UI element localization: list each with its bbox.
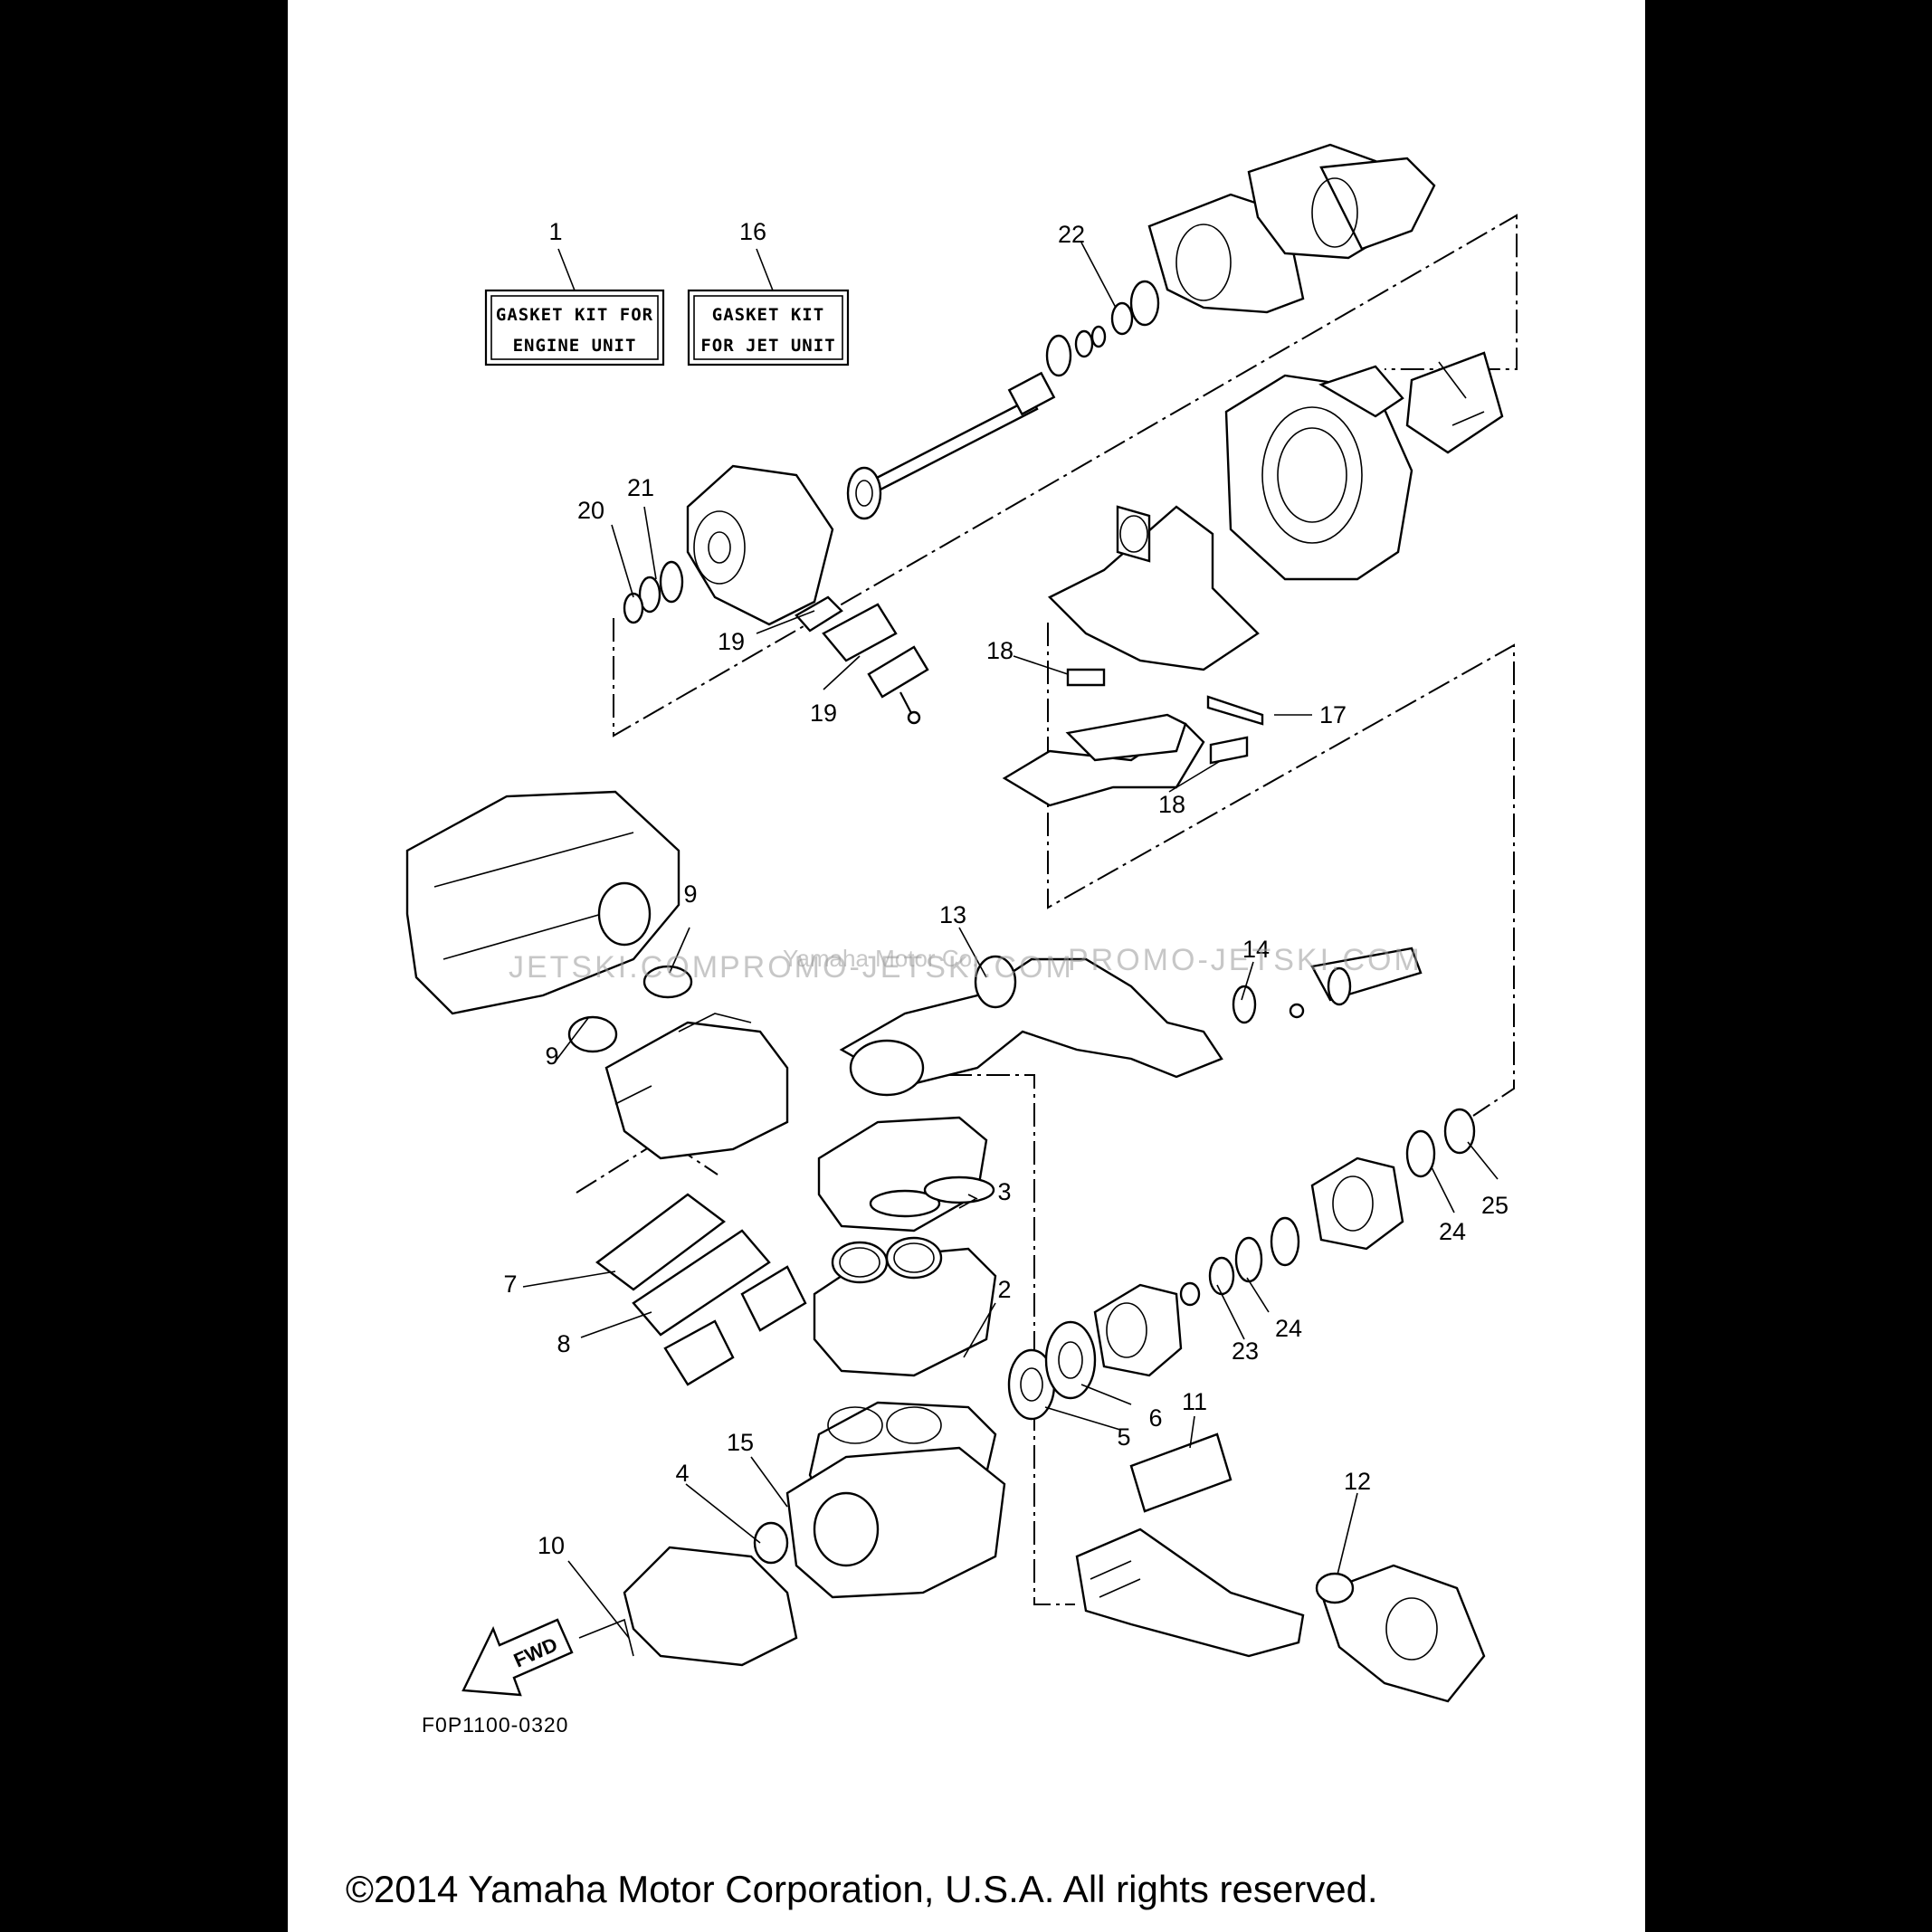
reed-valves xyxy=(595,1193,807,1386)
callout-9a: 9 xyxy=(683,880,697,908)
callout-13: 13 xyxy=(939,901,966,928)
drive-shaft xyxy=(846,280,1160,520)
callout-numbers: 1 16 22 20 21 19 19 18 17 18 13 14 9 9 3… xyxy=(503,218,1508,1559)
callout-12: 12 xyxy=(1344,1468,1371,1495)
bearing-housing xyxy=(623,464,834,626)
callout-23: 23 xyxy=(1232,1337,1259,1365)
callout-1: 1 xyxy=(548,218,562,245)
callout-8: 8 xyxy=(557,1330,570,1357)
leader-lines xyxy=(522,242,1499,1639)
callout-21: 21 xyxy=(627,474,654,501)
callout-19a: 19 xyxy=(718,628,745,655)
kit-label-engine: GASKET KIT FOR ENGINE UNIT xyxy=(484,289,665,366)
kit-engine-line1: GASKET KIT FOR xyxy=(496,305,653,325)
callout-6: 6 xyxy=(1148,1404,1162,1432)
pump-housing-impeller xyxy=(1224,351,1504,581)
kit-engine-line2: ENGINE UNIT xyxy=(513,336,637,356)
air-box xyxy=(405,790,693,1053)
watermark-layer: JETSKI.COM PROMO-JETSKI.COM Yamaha Motor… xyxy=(509,943,1423,985)
assembly-line-jet xyxy=(1047,623,1515,1117)
callout-18b: 18 xyxy=(1158,791,1185,818)
copyright-notice: ©2014 Yamaha Motor Corporation, U.S.A. A… xyxy=(346,1868,1378,1910)
callout-18a: 18 xyxy=(986,637,1014,664)
assembly-line-manifold xyxy=(576,1137,719,1194)
callout-7: 7 xyxy=(503,1271,517,1298)
kit-label-jet: GASKET KIT FOR JET UNIT xyxy=(687,289,850,366)
rubber-pads xyxy=(1066,668,1264,765)
diagram-code: F0P1100-0320 xyxy=(422,1713,569,1737)
cylinder-head xyxy=(817,1116,995,1232)
watermark-partial: JETSKI.COM xyxy=(509,950,720,985)
callout-24b: 24 xyxy=(1275,1315,1302,1342)
callout-24a: 24 xyxy=(1439,1218,1466,1245)
callout-5: 5 xyxy=(1117,1423,1130,1451)
callout-15: 15 xyxy=(727,1429,754,1456)
callout-14: 14 xyxy=(1242,936,1270,963)
crankcase xyxy=(578,1446,1006,1667)
callout-4: 4 xyxy=(675,1460,689,1487)
callout-19b: 19 xyxy=(810,700,837,727)
exhaust-chamber xyxy=(839,947,1423,1097)
jet-pump-nozzle xyxy=(1147,143,1436,314)
kit-jet-line2: FOR JET UNIT xyxy=(700,336,835,356)
callout-25: 25 xyxy=(1481,1192,1508,1219)
watermark-right: PROMO-JETSKI.COM xyxy=(1068,943,1423,977)
exhaust-pipe xyxy=(1075,1432,1486,1703)
carburetor-assembly xyxy=(604,1013,789,1160)
coupling-bearings xyxy=(1007,1108,1476,1421)
fwd-arrow: FWD xyxy=(462,1618,574,1697)
callout-10: 10 xyxy=(538,1532,565,1559)
assembly-line-drive xyxy=(613,214,1518,738)
kit-jet-line1: GASKET KIT xyxy=(712,305,824,325)
gaskets-19 xyxy=(795,595,929,725)
watermark-left: PROMO-JETSKI.COM xyxy=(719,950,1074,985)
assembly-line-exhaust xyxy=(948,1074,1075,1605)
callout-11: 11 xyxy=(1182,1388,1207,1415)
watermark-center: Yamaha Motor Co. xyxy=(783,945,978,972)
callout-22: 22 xyxy=(1058,221,1085,248)
callout-17: 17 xyxy=(1319,701,1347,728)
intake-duct xyxy=(1002,505,1260,807)
callout-2: 2 xyxy=(997,1276,1011,1303)
callout-3: 3 xyxy=(997,1178,1011,1205)
callout-16: 16 xyxy=(739,218,766,245)
callout-9b: 9 xyxy=(545,1042,558,1070)
callout-20: 20 xyxy=(577,497,604,524)
